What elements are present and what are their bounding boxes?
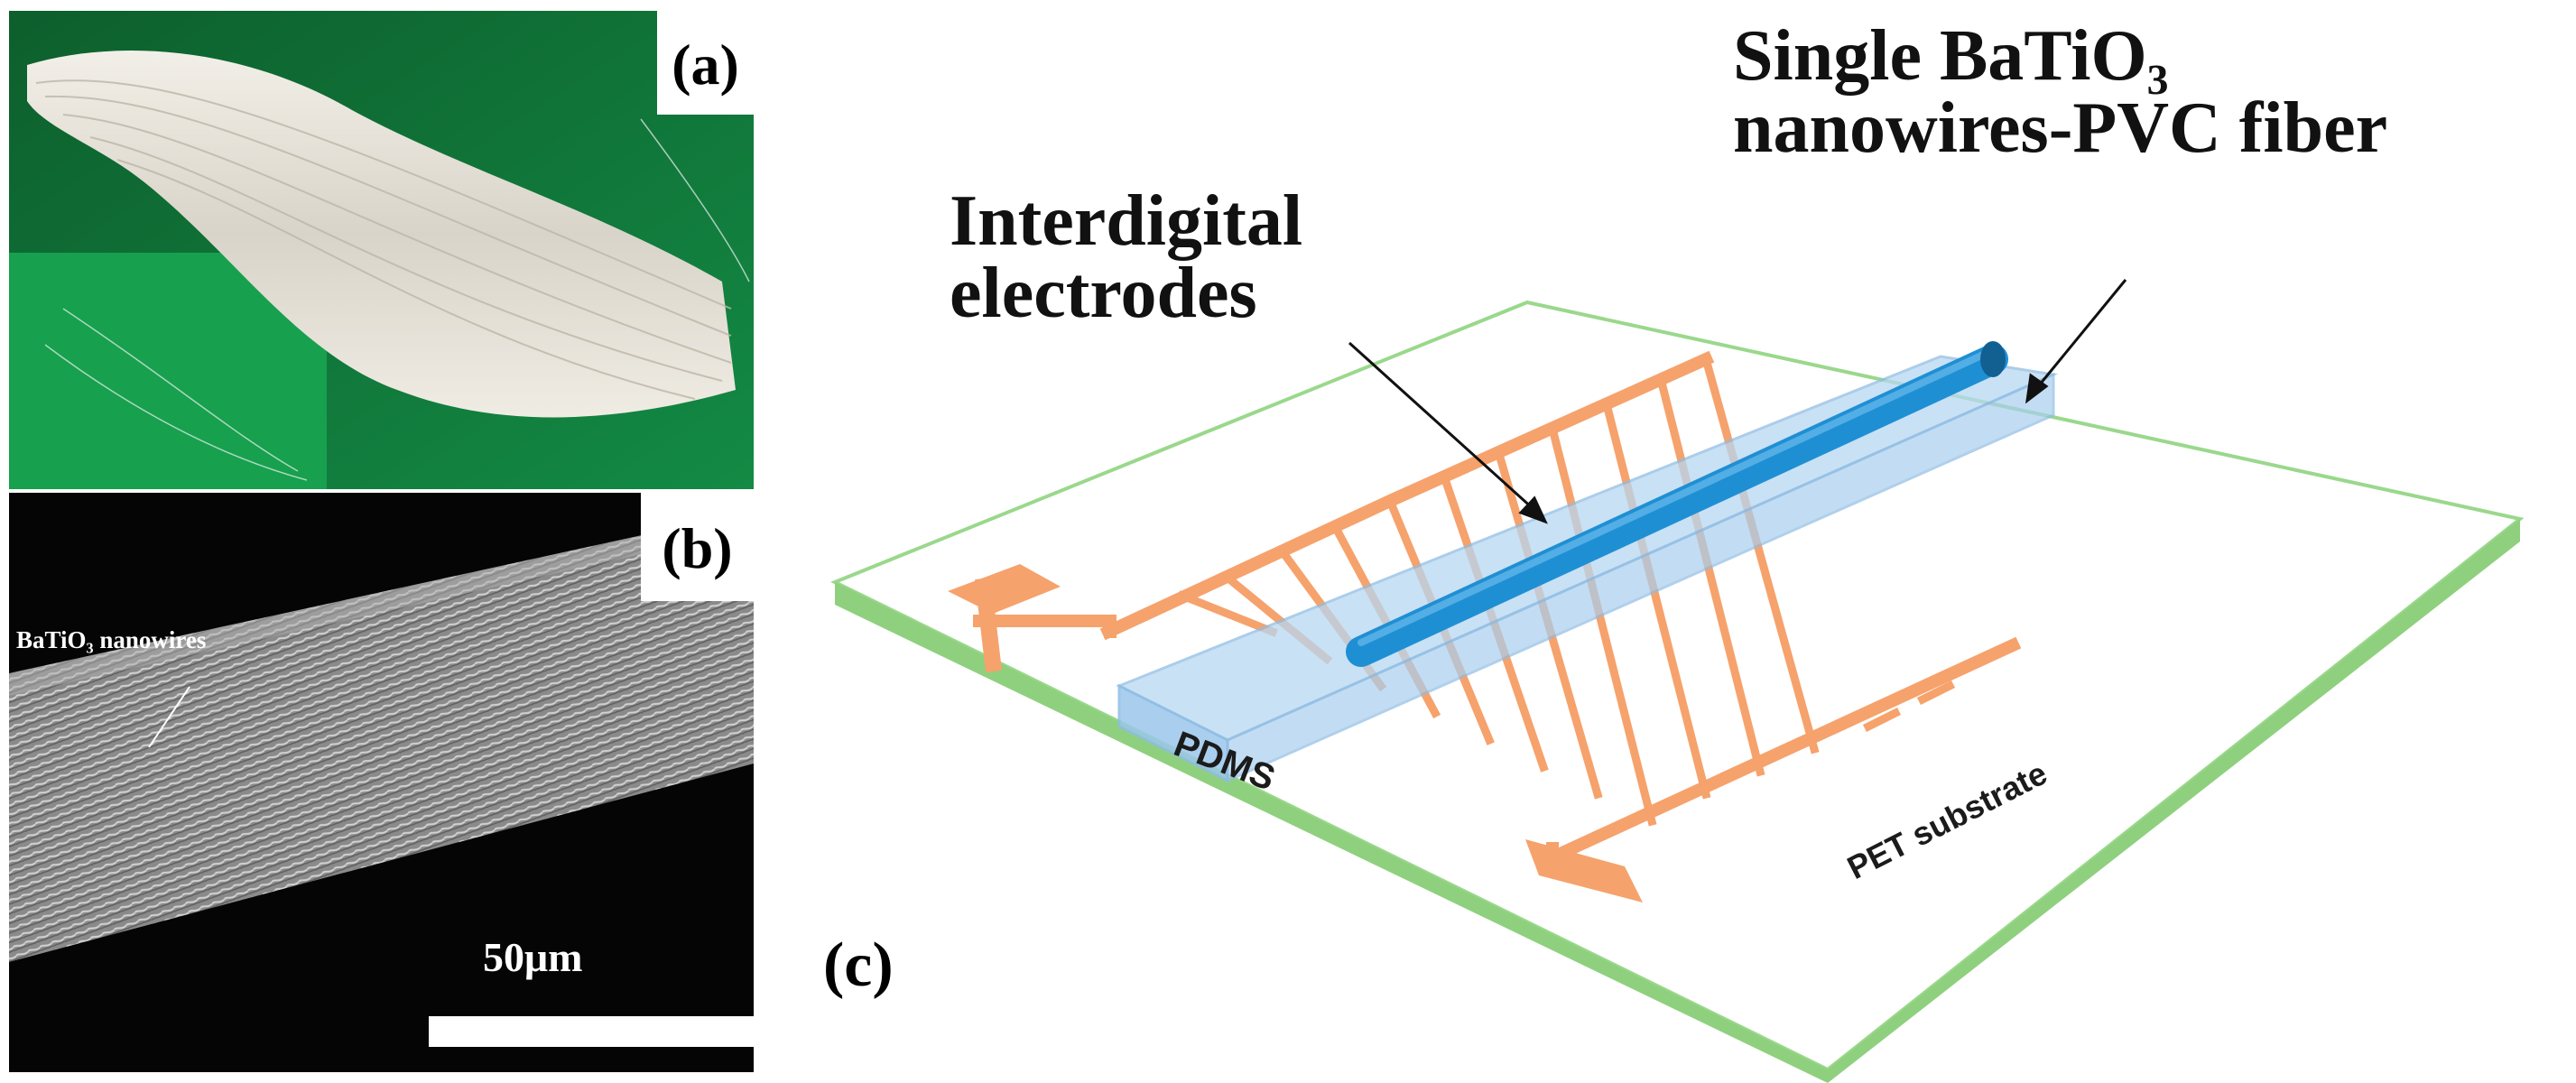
nanowires-annotation: BaTiO₃ nanowires [16, 626, 207, 653]
sem-fiber-image [9, 493, 754, 1072]
callout-arrows [1348, 279, 2127, 524]
callout-electrodes-line1: Interdigital [950, 181, 1303, 261]
panel-label-a: (a) [657, 11, 754, 115]
callout-fiber-line1: Single BaTiO₃ [1733, 16, 2169, 96]
scale-bar-label: 50μm [483, 934, 583, 980]
callout-electrodes-line2: electrodes [950, 254, 1257, 333]
interdigital-electrodes [948, 350, 2022, 902]
panel-b-sem-image: (b) BaTiO₃ nanowires 50μm [9, 493, 754, 1072]
panel-label-b: (b) [641, 493, 754, 601]
fiber-bundle-image [9, 11, 754, 489]
scale-bar [429, 1016, 754, 1047]
interdigital-electrodes-callout: Interdigital electrodes [950, 185, 1302, 329]
batio3-pvc-fiber [1346, 341, 2008, 667]
panel-a-fiber-bundle-photo: (a) [9, 11, 754, 489]
panel-label-c: (c) [823, 930, 894, 1000]
single-fiber-callout: Single BaTiO₃ nanowires-PVC fiber [1733, 20, 2387, 164]
callout-fiber-line2: nanowires-PVC fiber [1733, 88, 2388, 168]
